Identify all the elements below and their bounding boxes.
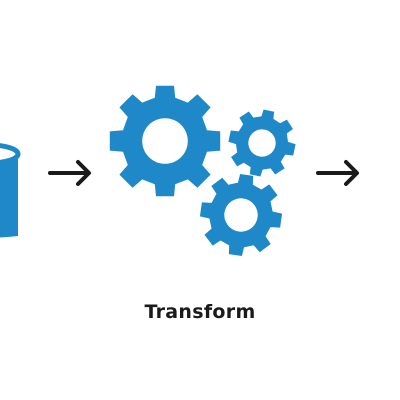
transform-label: Transform: [144, 301, 256, 323]
arrow-right-icon: [48, 160, 91, 186]
medium-gear-icon: [195, 169, 287, 261]
gears-icon: [109, 85, 302, 261]
database-icon: [0, 143, 21, 238]
arrow-right-icon: [316, 160, 359, 186]
small-gear-icon: [222, 103, 302, 183]
large-gear-icon: [109, 85, 221, 197]
